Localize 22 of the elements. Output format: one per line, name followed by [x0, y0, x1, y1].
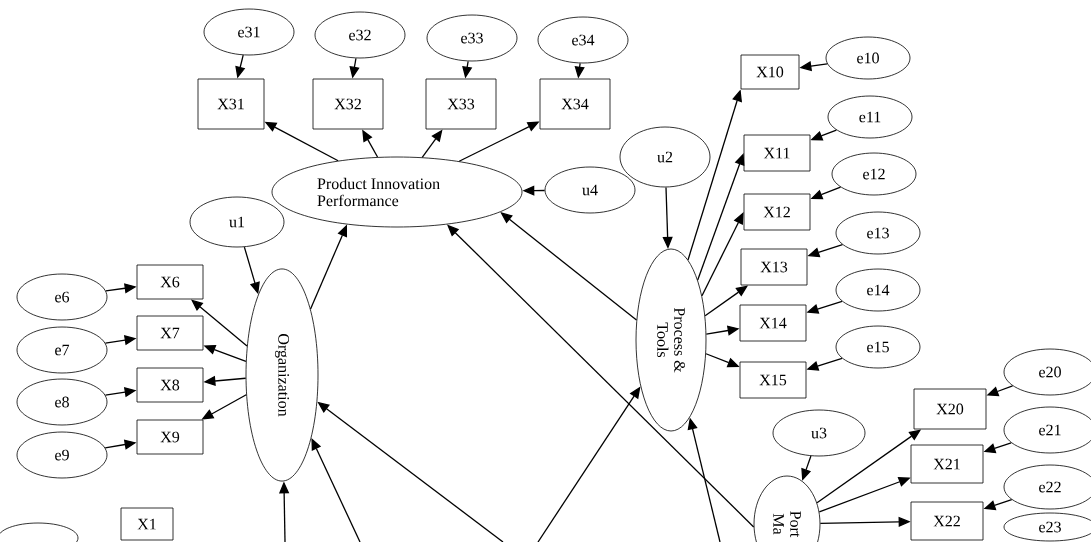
indicator-box: X15	[739, 361, 807, 399]
indicator-box: X7	[136, 315, 204, 351]
indicator-box: X22	[910, 501, 984, 541]
indicator-box: X11	[743, 134, 811, 172]
indicator-box: X6	[136, 264, 204, 300]
indicator-box: X12	[743, 193, 811, 231]
indicator-box: X32	[312, 78, 384, 130]
arrow	[697, 153, 745, 281]
indicator-box: X9	[136, 419, 204, 455]
arrow	[191, 299, 248, 347]
indicator-box: X21	[910, 444, 984, 484]
indicator-box: X31	[197, 78, 265, 130]
indicator-box: X14	[739, 304, 807, 342]
indicator-box: X13	[740, 248, 808, 286]
indicator-box: X20	[913, 388, 987, 430]
indicator-box: X1	[120, 507, 174, 541]
indicator-box: X10	[740, 54, 800, 90]
indicator-box: X33	[425, 78, 497, 130]
indicator-box: X8	[136, 367, 204, 403]
arrow	[701, 212, 744, 297]
arrow	[500, 212, 638, 321]
indicator-box: X34	[539, 78, 611, 130]
